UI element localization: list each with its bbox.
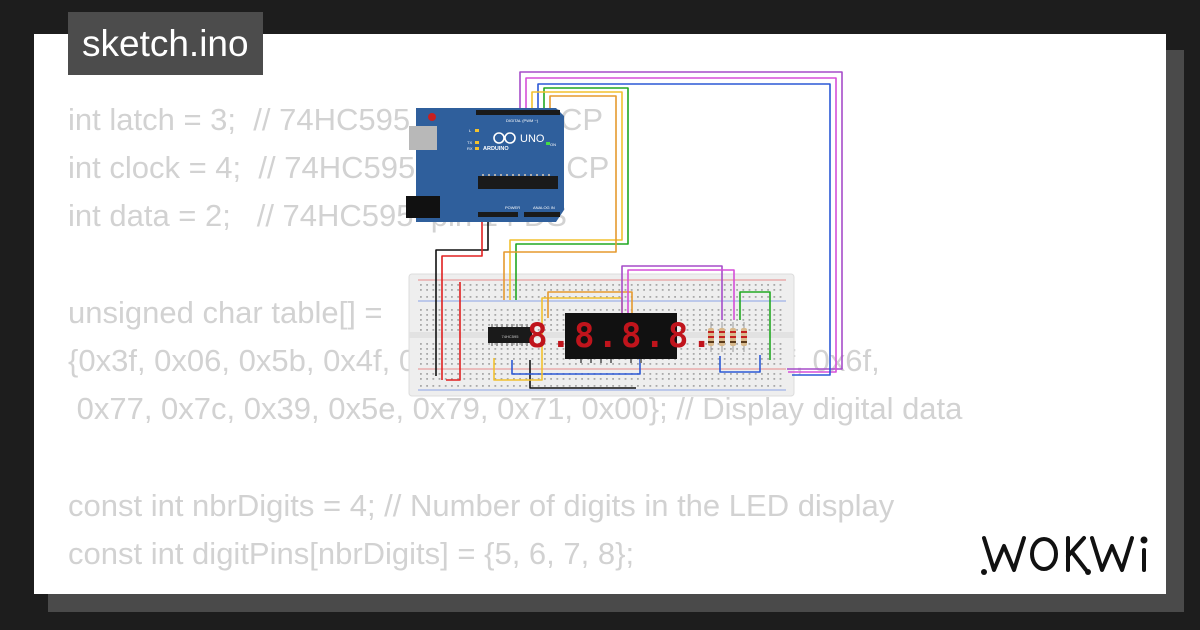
board-brand: ARDUINO [483,146,509,152]
infinity-logo-icon [493,132,516,144]
power-header [478,212,518,217]
resistor-2 [719,328,725,346]
wire-black-rail [529,360,636,389]
wire-yellow-top [509,91,623,300]
tx-led-label: TX [467,140,472,145]
on-led-label: ON [550,142,556,147]
seven-segment-display[interactable]: 8.8.8.8. [527,313,715,363]
usb-port [409,126,437,150]
arduino-uno-board[interactable]: UNO ARDUINO DIGITAL (PWM ~) POWER ANALOG… [406,108,564,222]
code-line: const int digitPins[nbrDigits] = {5, 6, … [68,535,635,571]
digital-label: DIGITAL (PWM ~) [506,118,539,123]
digital-header [476,110,560,115]
wire-red-5v [441,220,483,380]
chip-label: 74HC595 [502,334,520,339]
board-model: UNO [520,133,545,145]
wires [435,71,843,389]
resistors[interactable] [708,322,747,352]
resistor-1 [708,328,714,346]
power-jack [406,196,440,218]
wire-black-gnd [435,220,489,376]
code-line: const int nbrDigits = 4; // Number of di… [68,487,895,523]
wire-orange-seg [547,291,633,318]
analog-label: ANALOG IN [533,205,555,210]
filename-tag: sketch.ino [68,12,263,75]
wire-red-rail [446,282,461,381]
wire-magenta [525,77,837,373]
resistor-3 [730,328,736,346]
wire-blue [537,83,831,376]
l-led-label: L [469,128,472,133]
code-line: 0x77, 0x7c, 0x39, 0x5e, 0x79, 0x71, 0x00… [68,391,963,427]
rx-led-label: RX [467,146,473,151]
wire-blue-right [719,355,761,373]
reset-button-icon [428,113,436,121]
wire-green-digit [739,291,771,360]
wire-purple-digit [621,265,723,340]
wire-purple [519,71,843,370]
code-line: unsigned char table[] = [68,294,383,330]
wokwi-logo-icon [981,536,1148,575]
wire-orange-top [503,95,617,300]
resistor-4 [741,328,747,346]
atmega-chip [478,176,558,189]
power-label: POWER [505,205,520,210]
shift-register-chip[interactable]: 74HC595 [488,324,532,346]
display-digits: 8.8.8.8. [527,316,715,356]
wire-magenta-digit [627,269,735,340]
analog-header [524,212,560,217]
